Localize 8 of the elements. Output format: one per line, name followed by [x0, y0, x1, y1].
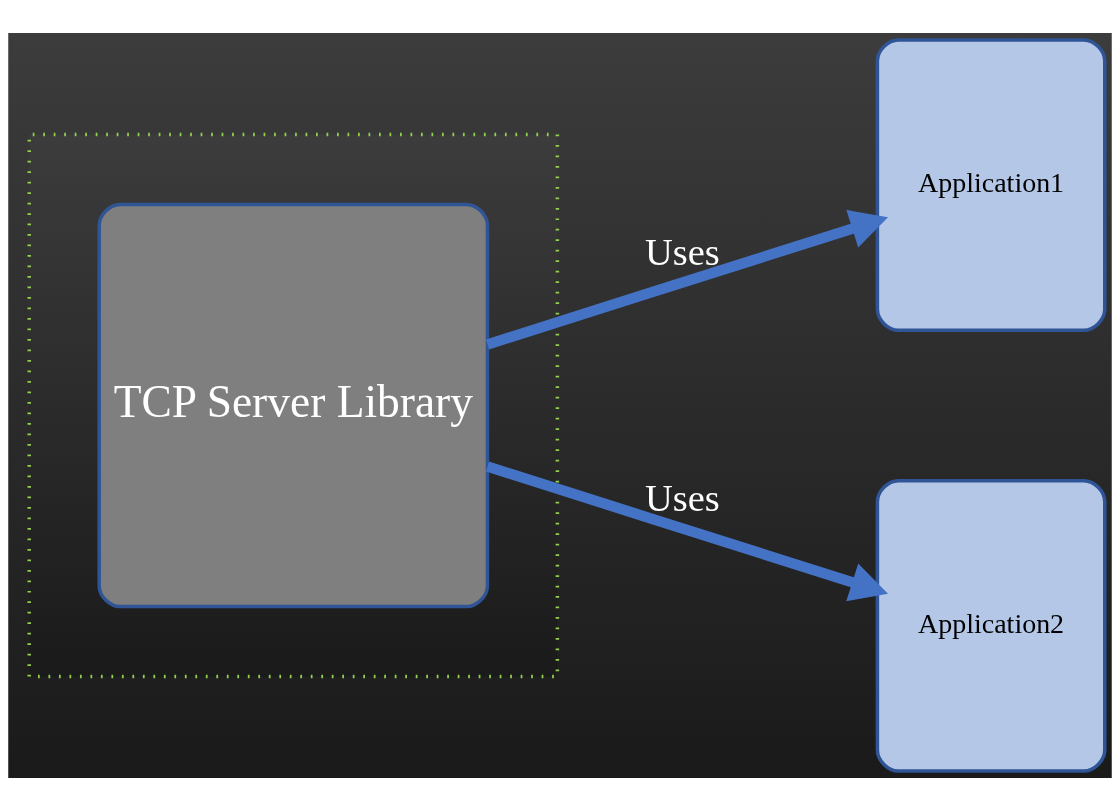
node-box: Application2	[875, 478, 1107, 773]
node-box: Application1	[875, 38, 1107, 333]
cluster	[27, 132, 560, 679]
node-box: TCP Server Library	[97, 202, 490, 609]
edge-label: Uses	[645, 477, 720, 520]
arrow	[485, 209, 889, 350]
edge-label: Uses	[645, 230, 720, 273]
arrow	[485, 461, 889, 602]
